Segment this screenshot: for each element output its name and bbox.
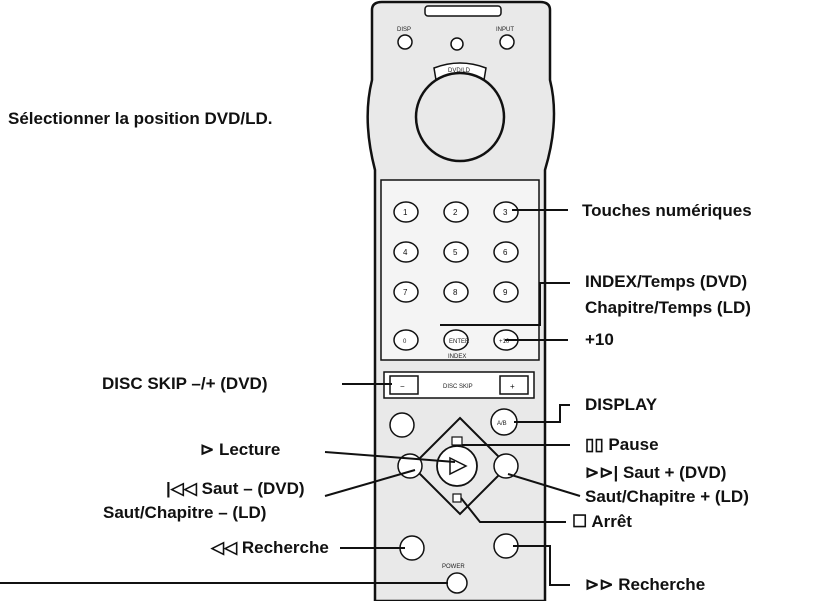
label-saut-minus: |◁◁ Saut – (DVD) [166,479,305,498]
label-recherche-right: ⊳⊳ Recherche [585,575,706,594]
numeric-key-7[interactable] [393,281,419,303]
numeric-key-3[interactable] [493,201,519,223]
disc-minus-text: − [400,382,405,391]
numeric-key-0[interactable] [393,329,419,351]
label-select-position: Sélectionner la position DVD/LD. [8,109,273,128]
power-button[interactable] [446,572,468,594]
numeric-key-label: 4 [403,248,408,257]
numeric-key-2[interactable] [443,201,469,223]
label-saut-plus: ⊳⊳| Saut + (DVD) [585,463,727,482]
line-arret [460,497,566,523]
stop-icon [452,493,462,503]
numeric-key-label: 5 [453,248,458,257]
numeric-key-label: 2 [453,208,458,217]
index-text: INDEX [448,354,466,360]
disp-text: DISP [397,27,411,33]
numeric-key-label: 9 [503,288,508,297]
disc-plus-text: + [510,382,515,391]
numeric-key-0-label: 0 [403,339,407,345]
input-button[interactable] [499,34,515,50]
label-arret: ☐ Arrêt [572,512,632,531]
numeric-key-8[interactable] [443,281,469,303]
numeric-key-label: 8 [453,288,458,297]
numeric-key-label: 7 [403,288,408,297]
input-text: INPUT [496,27,514,33]
enter-button[interactable] [443,329,469,351]
power-text: POWER [442,564,465,570]
leader-lines [0,209,581,586]
numeric-key-label: 1 [403,208,408,217]
label-index-temps: INDEX/Temps (DVD) [585,272,748,291]
disc-skip-plus-button[interactable] [499,375,529,395]
label-plus10: +10 [585,330,614,349]
line-lecture [324,451,456,463]
enter-button-label: ENTER [449,339,470,345]
ab-text: A/B [497,421,507,427]
label-display: DISPLAY [585,395,658,414]
label-recherche-left: ◁◁ Recherche [211,538,329,557]
numeric-key-5[interactable] [443,241,469,263]
top-slot [424,5,502,17]
numeric-key-label: 3 [503,208,508,217]
label-disc-skip: DISC SKIP –/+ (DVD) [102,374,268,393]
label-lecture: ⊳ Lecture [200,440,281,459]
numeric-key-label: 6 [503,248,508,257]
line-display [514,404,570,423]
pause-icon [451,436,463,446]
label-pause: ▯▯ Pause [585,435,659,454]
dvd-ld-text: DVD/LD [448,68,471,74]
center-top-button[interactable] [450,37,464,51]
numeric-key-1[interactable] [393,201,419,223]
plus10-button-label: +10 [499,339,510,345]
volume-knob[interactable] [414,71,506,163]
line-recherche-right [513,545,570,586]
numeric-key-6[interactable] [493,241,519,263]
label-chapitre-temps: Chapitre/Temps (LD) [585,298,751,317]
numeric-key-9[interactable] [493,281,519,303]
label-saut-chapitre-minus: Saut/Chapitre – (LD) [103,503,267,522]
label-touches-numeriques: Touches numériques [582,201,752,220]
disc-skip-text: DISC SKIP [443,384,473,390]
line-saut-minus [324,469,416,497]
osd-button[interactable] [389,412,415,438]
line-saut-plus [507,473,581,497]
disp-button[interactable] [397,34,413,50]
label-saut-chapitre-plus: Saut/Chapitre + (LD) [585,487,749,506]
numeric-key-4[interactable] [393,241,419,263]
line-index [440,282,570,326]
skip-plus-button[interactable] [493,453,519,479]
